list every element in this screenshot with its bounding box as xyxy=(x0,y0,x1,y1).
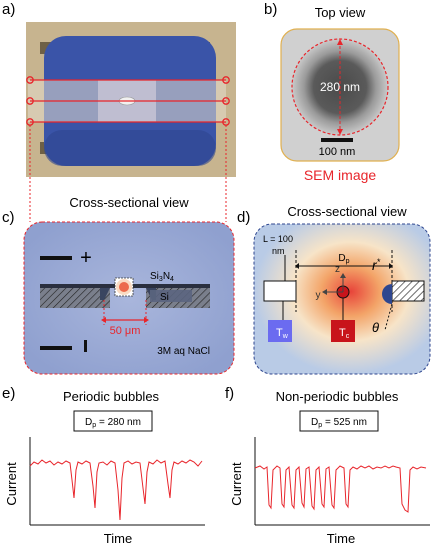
pore-diameter-label: 280 nm xyxy=(320,80,360,94)
dp-label: Dp xyxy=(338,253,349,265)
panel-f-trace xyxy=(254,465,427,513)
panel-e-box xyxy=(73,410,153,432)
panel-f-box xyxy=(299,410,379,432)
contact-angle-line xyxy=(384,303,393,331)
tw-label: Tw xyxy=(276,327,289,340)
pore-glow xyxy=(116,279,132,295)
electrolyte-label: 3M aq NaCl xyxy=(157,346,210,357)
axis-z-head xyxy=(340,273,346,278)
minus-sign xyxy=(84,340,87,352)
marker-3 xyxy=(26,97,34,105)
angle-label: θ xyxy=(372,320,379,335)
cell-frame xyxy=(23,221,235,375)
panel-e-box-text: Dp = 280 nm xyxy=(85,417,141,429)
substrate-left-bevel xyxy=(100,288,110,300)
marker-4 xyxy=(222,97,230,105)
marker-1 xyxy=(26,76,34,84)
panel-d-label: d) xyxy=(237,209,250,226)
wall-right xyxy=(391,280,425,302)
arrow-up xyxy=(337,39,343,45)
plus-electrode xyxy=(40,256,72,260)
substrate-left xyxy=(40,288,110,308)
radius-label: r* xyxy=(372,257,381,273)
panel-b-label: b) xyxy=(264,1,277,18)
panel-f-title: Non-periodic bubbles xyxy=(276,389,399,404)
thickness-label-1: L = 100 xyxy=(263,234,293,244)
panel-e-label: e) xyxy=(2,385,15,402)
thickness-label-2: nm xyxy=(272,246,285,256)
si-label: Si xyxy=(160,292,169,303)
panel-f-xlabel: Time xyxy=(327,531,355,546)
width-arrowhead-left xyxy=(101,317,106,323)
width-arrowhead-right xyxy=(144,317,149,323)
panel-c: c) Cross-sectional view + Si3N4 Si 50 μm… xyxy=(2,195,235,375)
dp-arrowhead-left xyxy=(295,263,299,269)
minus-electrode xyxy=(40,346,72,350)
panel-f: f) Non-periodic bubbles Dp = 525 nm Curr… xyxy=(225,385,430,546)
membrane-label: Si3N4 xyxy=(150,271,174,283)
arrow-down xyxy=(337,129,343,135)
panel-b-title: Top view xyxy=(315,5,366,20)
tw-sensor xyxy=(268,320,292,342)
panel-a-label: a) xyxy=(2,1,15,18)
plus-sign: + xyxy=(80,247,92,269)
well-shadow xyxy=(44,130,216,166)
marker-2 xyxy=(222,76,230,84)
panel-e-trace xyxy=(29,459,203,521)
sim-frame xyxy=(253,223,431,375)
dp-arrowhead-right xyxy=(389,263,393,269)
panel-f-ylabel: Current xyxy=(229,462,244,506)
tc-sensor xyxy=(331,320,355,342)
scale-bar xyxy=(321,138,353,142)
axis-y-label: y xyxy=(316,290,321,301)
panel-e-ylabel: Current xyxy=(4,462,19,506)
panel-d: d) Cross-sectional view L = 100 nm Dp z … xyxy=(237,204,431,375)
tc-label: Tc xyxy=(339,327,350,340)
panel-e-xlabel: Time xyxy=(104,531,132,546)
panel-e: e) Periodic bubbles Dp = 280 nm Current … xyxy=(2,385,205,546)
panel-f-box-text: Dp = 525 nm xyxy=(311,417,367,429)
wall-left xyxy=(263,280,297,302)
scale-label: 100 nm xyxy=(319,146,356,158)
panel-f-label: f) xyxy=(225,385,234,402)
panel-e-title: Periodic bubbles xyxy=(63,389,160,404)
panel-c-label: c) xyxy=(2,209,15,226)
sem-caption: SEM image xyxy=(304,167,377,183)
axis-z-label: z xyxy=(335,264,340,275)
panel-b: b) Top view 280 nm 100 nm SEM image xyxy=(264,1,400,183)
panel-d-title: Cross-sectional view xyxy=(287,204,407,219)
si-layer xyxy=(150,290,192,302)
axis-y-head xyxy=(322,289,327,295)
panel-a: a) xyxy=(2,1,236,222)
width-label: 50 μm xyxy=(110,325,141,337)
panel-c-title: Cross-sectional view xyxy=(69,195,189,210)
wall-bubble xyxy=(382,284,392,304)
pore-hotspot xyxy=(119,282,129,292)
